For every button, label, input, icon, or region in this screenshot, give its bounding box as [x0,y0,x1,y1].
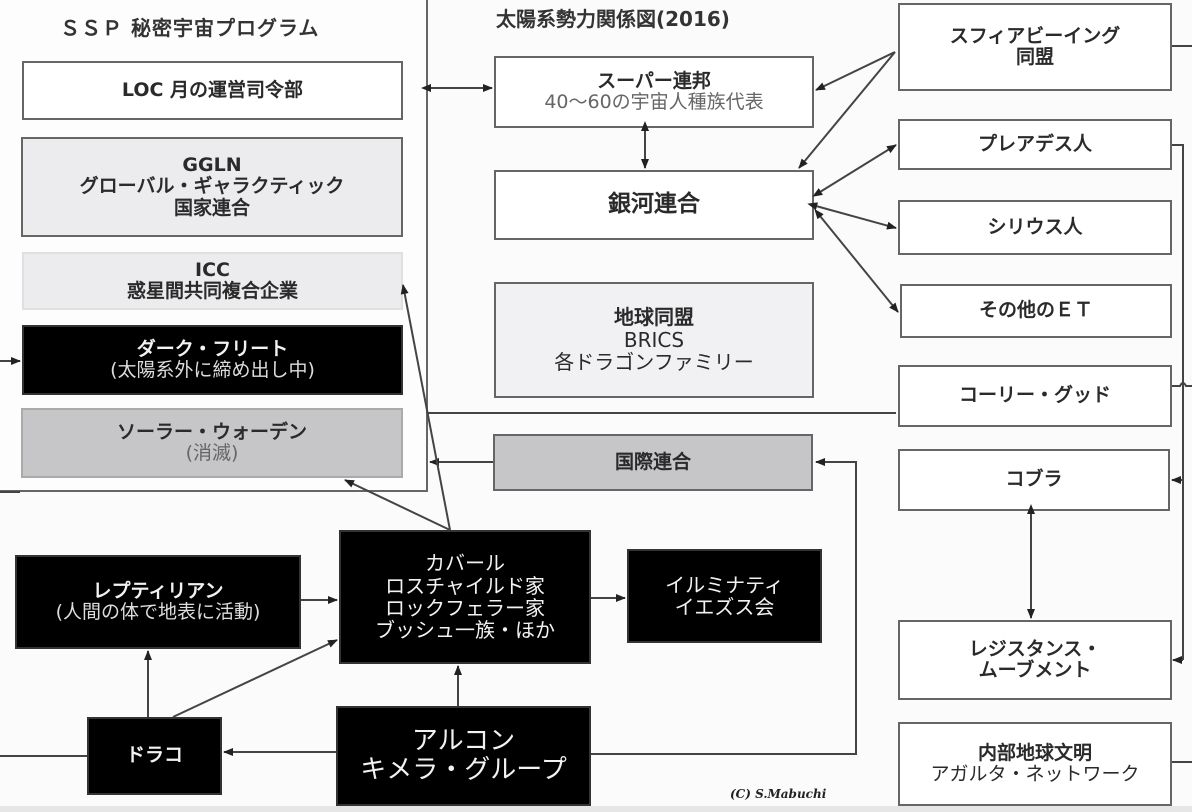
draco-box[interactable]: ドラコ [87,717,222,795]
arrow-archon-un [591,458,857,755]
cabal-line-4: ブッシュ一族・ほか [375,618,555,643]
other-et-box[interactable]: その他のＥＴ [900,284,1172,338]
icc-line-1: ICC [195,258,230,281]
ssp-title: ＳＳＰ 秘密宇宙プログラム [60,16,320,40]
arrow-cabal-solarwarden [344,479,451,531]
pleiadians-label: プレアデス人 [977,132,1092,155]
corey-goode-box[interactable]: コーリー・グッド [898,365,1172,427]
icc-box[interactable]: ICC 惑星間共同複合企業 [22,252,403,310]
dark-fleet-box[interactable]: ダーク・フリート (太陽系外に締め出し中) [22,325,403,395]
line-pleiadians-bus [1172,144,1184,660]
page-title: 太陽系勢力関係図(2016) [496,7,730,31]
galactic-federation-label: 銀河連合 [608,191,700,218]
corey-goode-label: コーリー・グッド [958,384,1111,407]
line-corey-right [1172,382,1192,387]
credit-signature: (C) S.Mabuchi [730,787,827,801]
bottom-edge [0,806,1192,812]
ggln-line-1: GGLN [182,154,242,177]
cabal-box[interactable]: カバール ロスチャイルド家 ロックフェラー家 ブッシュ一族・ほか [339,530,591,664]
reptilian-line-1: レプティリアン [92,579,224,602]
earth-alliance-line-3: 各ドラゴンファミリー [554,350,754,375]
reptilian-box[interactable]: レプティリアン (人間の体で地表に活動) [15,555,301,649]
draco-label: ドラコ [125,744,183,767]
galactic-federation-box[interactable]: 銀河連合 [494,170,814,240]
arrow-cabal-icc [400,284,451,531]
dark-fleet-line-1: ダーク・フリート [136,337,289,360]
cobra-label: コブラ [1005,468,1063,491]
super-federation-line-1: スーパー連邦 [597,69,711,92]
dark-fleet-line-2: (太陽系外に締め出し中) [110,359,315,381]
super-federation-line-2: 40〜60の宇宙人種族代表 [544,91,764,113]
pleiadians-box[interactable]: プレアデス人 [898,119,1172,170]
other-et-label: その他のＥＴ [978,299,1093,322]
cabal-line-3: ロックフェラー家 [385,596,545,620]
arrow-galactic-pleiadians [812,144,897,197]
archon-line-2: キメラ・グループ [360,755,567,785]
solar-warden-line-1: ソーラー・ウォーデン [116,420,307,443]
illuminati-line-1: イルミナティ [665,572,784,597]
illuminati-line-2: イエズス会 [674,595,775,619]
international-union-label: 国際連合 [614,450,691,473]
resistance-line-1: レジスタンス・ [968,637,1102,660]
agartha-line-2: アガルタ・ネットワーク [930,763,1140,785]
sphere-being-line-1: スフィアビーイング [949,24,1121,47]
illuminati-box[interactable]: イルミナティ イエズス会 [627,549,822,643]
ggln-line-3: 国家連合 [173,196,250,219]
international-union-box[interactable]: 国際連合 [493,434,813,491]
sphere-being-box[interactable]: スフィアビーイング 同盟 [898,3,1172,91]
resistance-line-2: ムーブメント [978,659,1092,681]
icc-line-2: 惑星間共同複合企業 [126,280,298,302]
sirians-label: シリウス人 [987,215,1083,238]
solar-warden-box[interactable]: ソーラー・ウォーデン (消滅) [21,408,403,478]
resistance-box[interactable]: レジスタンス・ ムーブメント [898,620,1172,700]
earth-alliance-line-1: 地球同盟 [614,305,694,330]
ggln-box[interactable]: GGLN グローバル・ギャラクティック 国家連合 [21,137,403,237]
loc-label: LOC 月の運営司令部 [121,78,304,101]
arrow-draco-cabal [172,639,338,718]
cabal-line-2: ロスチャイルド家 [385,573,545,598]
arrow-sphere-superfed [815,51,896,91]
sirians-box[interactable]: シリウス人 [898,200,1172,255]
archon-line-1: アルコン [411,725,516,756]
solar-warden-line-2: (消滅) [185,442,239,464]
archon-box[interactable]: アルコン キメラ・グループ [336,706,591,806]
ggln-line-2: グローバル・ギャラクティック [79,175,345,198]
loc-box[interactable]: LOC 月の運営司令部 [22,61,403,120]
agartha-box[interactable]: 内部地球文明 アガルタ・ネットワーク [898,722,1172,806]
super-federation-box[interactable]: スーパー連邦 40〜60の宇宙人種族代表 [494,56,814,128]
arrow-sphere-galactic [798,51,896,169]
arrow-galactic-otheret [814,209,899,313]
reptilian-line-2: (人間の体で地表に活動) [55,601,261,623]
agartha-line-1: 内部地球文明 [977,741,1092,764]
cabal-line-1: カバール [425,551,505,576]
earth-alliance-box[interactable]: 地球同盟 BRICS 各ドラゴンファミリー [494,282,814,398]
sphere-being-line-2: 同盟 [1015,46,1054,68]
cobra-box[interactable]: コブラ [898,449,1170,511]
earth-alliance-line-2: BRICS [623,327,685,352]
